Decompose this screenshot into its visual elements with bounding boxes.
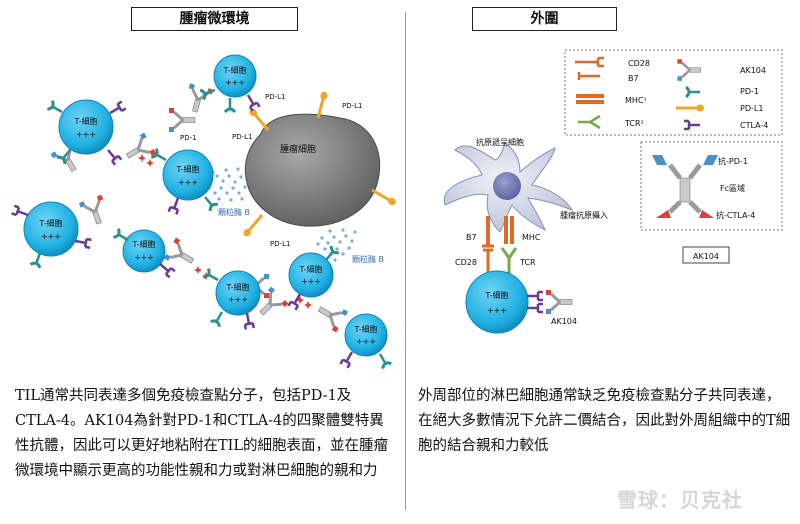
- pdl1-label-2: PD-L1: [342, 102, 363, 110]
- tumor-cell-label: 腫瘤細胞: [280, 143, 316, 155]
- svg-text:+++: +++: [228, 295, 248, 304]
- pd1-label: PD-1: [180, 134, 197, 142]
- legend-ak104: AK104: [676, 57, 766, 83]
- apc-nucleus: [493, 172, 521, 200]
- apc-label: 抗原遞呈細胞: [476, 137, 524, 147]
- tcell-7: T-細胞 +++: [288, 252, 334, 298]
- tcell-5: T-細胞 +++: [122, 229, 166, 273]
- svg-text:MHC¹: MHC¹: [625, 96, 647, 105]
- cd28-label: CD28: [455, 258, 477, 267]
- periphery-ak104-binding: [525, 288, 574, 316]
- legend-box: [564, 49, 783, 136]
- tcell-8: T-細胞 +++: [344, 313, 388, 357]
- svg-text:+++: +++: [301, 277, 321, 286]
- ak104-box-label: AK104: [693, 252, 719, 261]
- svg-text:T-細胞: T-細胞: [73, 116, 97, 126]
- tcell-periphery: T-細胞 +++: [465, 270, 529, 334]
- fc-region-label: Fc區域: [720, 183, 745, 193]
- anti-ctla4-label: 抗-CTLA-4: [716, 210, 755, 220]
- legend-b7: B7: [577, 72, 639, 83]
- tcell-6: T-細胞 +++: [215, 270, 261, 316]
- svg-text:+++: +++: [76, 130, 96, 139]
- right-caption: 外周部位的淋巴細胞通常缺乏免疫檢查點分子共同表達，在絕大多數情況下允許二價結合，…: [418, 388, 791, 454]
- left-caption: TIL通常共同表達多個免疫檢查點分子，包括PD-1及CTLA-4。AK104為針…: [15, 388, 389, 479]
- periphery-title: 外圍: [472, 7, 617, 31]
- pdl1-label-1: PD-L1: [265, 93, 286, 101]
- b7-label: B7: [466, 233, 477, 242]
- panel-divider: [405, 12, 406, 510]
- pdl1-label-4: PD-L1: [270, 240, 291, 248]
- pdl1-label-3: PD-L1: [232, 133, 253, 141]
- svg-text:T-細胞: T-細胞: [298, 264, 322, 274]
- watermark: 雪球：贝克社: [617, 488, 743, 512]
- tcell-3: T-細胞 +++: [162, 149, 214, 201]
- svg-text:+++: +++: [41, 232, 61, 241]
- tcell-2: T-細胞 +++: [58, 99, 114, 155]
- granzyme-label-1: 顆粒酶 B: [218, 207, 250, 217]
- svg-text:+++: +++: [225, 78, 245, 87]
- svg-text:T-細胞: T-細胞: [222, 65, 246, 75]
- svg-text:CTLA-4: CTLA-4: [740, 121, 768, 130]
- granzyme-cloud-2: [316, 228, 357, 262]
- svg-text:+++: +++: [356, 337, 376, 346]
- diagram-canvas: 腫瘤細胞 PD-L1 PD-L1 PD-L1 PD-L1 PD-1 顆粒酶 B …: [10, 49, 783, 371]
- svg-text:T-細胞: T-細胞: [353, 324, 377, 334]
- svg-text:T-細胞: T-細胞: [131, 239, 155, 249]
- antigen-uptake-label: 腫瘤抗原攝入: [560, 210, 608, 220]
- legend-pd1: PD-1: [684, 85, 759, 99]
- mhc-label: MHC: [522, 233, 541, 242]
- tcell-4: T-細胞 +++: [23, 201, 79, 257]
- svg-text:+++: +++: [134, 253, 154, 262]
- tumor-cell: [244, 113, 381, 227]
- ak104-structure: [652, 155, 718, 218]
- legend-cd28: CD28: [575, 56, 650, 68]
- legend-pdl1: PD-L1: [676, 104, 763, 113]
- tcr-label: TCR: [519, 258, 536, 267]
- ak104-periphery-label: AK104: [551, 317, 577, 326]
- tcell-1: T-細胞 +++: [213, 54, 257, 98]
- svg-text:+++: +++: [178, 178, 198, 187]
- svg-text:+++: +++: [487, 306, 507, 315]
- anti-pd1-label: 抗-PD-1: [718, 156, 748, 166]
- svg-text:T-細胞: T-細胞: [225, 282, 249, 292]
- svg-text:T-細胞: T-細胞: [38, 218, 62, 228]
- svg-text:AK104: AK104: [740, 66, 766, 75]
- tumor-microenvironment-title: 腫瘤微環境: [131, 7, 298, 31]
- svg-text:B7: B7: [628, 74, 639, 83]
- svg-text:T-細胞: T-細胞: [175, 164, 199, 174]
- ak104-detail-box: [640, 141, 783, 231]
- legend-mhc: MHC¹: [576, 94, 647, 105]
- legend-ctla4: CTLA-4: [682, 119, 768, 131]
- svg-text:TCR²: TCR²: [624, 119, 644, 128]
- granzyme-label-2: 顆粒酶 B: [352, 254, 384, 264]
- svg-text:PD-L1: PD-L1: [740, 104, 763, 113]
- legend-tcr: TCR²: [578, 114, 644, 130]
- ak104-box-label-frame: [682, 246, 730, 264]
- svg-text:T-細胞: T-細胞: [484, 290, 508, 300]
- svg-text:PD-1: PD-1: [740, 87, 759, 96]
- svg-text:CD28: CD28: [628, 59, 650, 68]
